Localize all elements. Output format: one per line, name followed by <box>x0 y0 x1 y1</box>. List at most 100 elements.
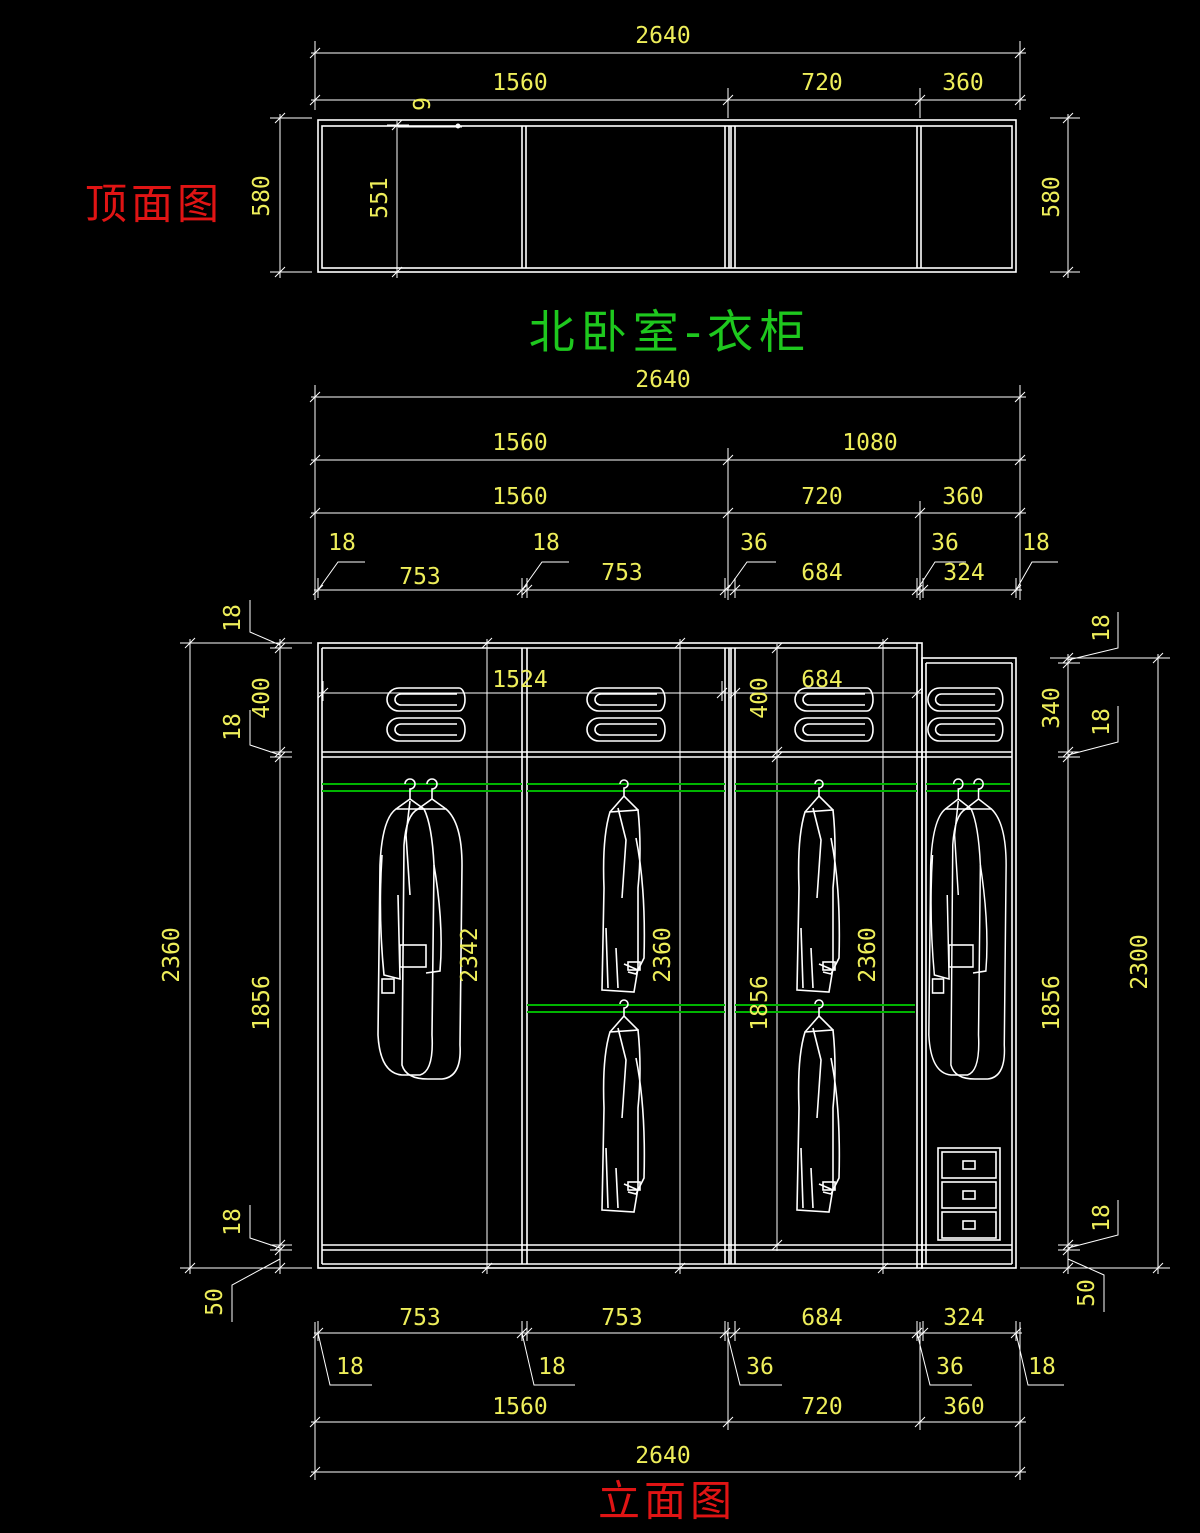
elev-bottom-segment-label: 360 <box>943 1394 985 1420</box>
plan-view: 2640 1560 720 360 9 580 551 580 顶面图 <box>85 23 1065 273</box>
elev-top-panel-label: 18 <box>532 530 560 556</box>
dimension-tick <box>729 584 741 596</box>
plan-width-segment-label: 720 <box>801 70 843 96</box>
leader-line <box>726 561 776 591</box>
elev-top-segment-label: 720 <box>801 484 843 510</box>
elev-right-overall-label: 2300 <box>1127 934 1153 989</box>
elev-bottom-segment-label: 1560 <box>492 1394 547 1420</box>
elev-interior-height-right-label: 2360 <box>855 927 881 982</box>
hanging-rod-upper <box>322 783 1010 792</box>
leader-line <box>1067 1258 1105 1312</box>
leader-line <box>317 1332 372 1386</box>
elev-right-hanging-label: 1856 <box>1039 975 1065 1030</box>
leader-line <box>1067 706 1119 756</box>
elev-bottom-panel-label: 18 <box>1028 1354 1056 1380</box>
elev-right-shelf-panel-label: 18 <box>1089 708 1115 736</box>
dimension-tick <box>274 746 286 758</box>
elev-bottom-panel-label: 18 <box>336 1354 364 1380</box>
drawer-handle <box>962 1160 976 1170</box>
plan-outline-outer <box>317 119 1017 273</box>
dimension-tick <box>274 1244 286 1256</box>
drawer-icon <box>941 1151 997 1179</box>
folded-clothes-icon <box>586 687 666 742</box>
elev-right-top-panel-label: 18 <box>1089 614 1115 642</box>
leader-line <box>1015 561 1058 591</box>
narrow-carcass-outline <box>921 657 1017 1269</box>
plan-view-title: 顶面图 <box>85 180 223 229</box>
elev-left-shelf-panel-label: 18 <box>220 713 246 741</box>
elev-bottom-bay-label: 324 <box>943 1305 985 1331</box>
elev-left-overall-label: 2360 <box>159 927 185 982</box>
plan-back-gap-label: 9 <box>410 97 436 111</box>
leader-line <box>317 561 365 591</box>
elev-top-panel-label: 36 <box>740 530 768 556</box>
elev-interior-height-left-label: 2342 <box>457 927 483 982</box>
drawer-unit <box>937 1147 1001 1241</box>
elev-interior-width-left-label: 1524 <box>492 667 547 693</box>
plan-outline-inner <box>321 125 1013 269</box>
leader-line <box>521 561 569 591</box>
elev-bottom-panel-label: 36 <box>746 1354 774 1380</box>
dimension-tick <box>274 642 286 654</box>
elev-left-top-panel-label: 18 <box>220 604 246 632</box>
elevation-view: 2640 1560 1080 1560 720 360 18 18 36 36 … <box>159 367 1153 1526</box>
elev-bottom-segment-label: 720 <box>801 1394 843 1420</box>
leader-line <box>1067 1200 1119 1249</box>
hanging-jacket-icon <box>796 999 841 1213</box>
main-carcass-outline <box>317 642 923 1269</box>
dimension-tick <box>729 1327 741 1339</box>
elev-bottom-bay-label: 753 <box>399 1305 441 1331</box>
leader-line <box>231 1258 281 1322</box>
drawer-handle <box>962 1190 976 1200</box>
leader-line <box>1015 1332 1064 1386</box>
folded-clothes-icon <box>927 687 1004 742</box>
dimension-tick <box>1062 1239 1074 1251</box>
folded-clothes-icon <box>794 687 874 742</box>
elev-right-bottom-panel-label: 18 <box>1089 1204 1115 1232</box>
hanging-jacket-icon <box>601 999 646 1213</box>
elev-top-bay-label: 753 <box>601 560 643 586</box>
hanging-jacket-icon <box>796 779 841 993</box>
leader-line <box>249 1205 281 1249</box>
dimension-tick <box>391 119 403 131</box>
leader-line <box>249 600 281 646</box>
dimension-layer <box>180 41 1170 1480</box>
elev-top-bay-label: 324 <box>943 560 985 586</box>
dimension-tick <box>1062 746 1074 758</box>
elev-top-bay-label: 684 <box>801 560 843 586</box>
elev-left-hanging-label: 1856 <box>249 975 275 1030</box>
elev-bottom-overall-label: 2640 <box>635 1443 690 1469</box>
leader-line <box>249 710 281 756</box>
plan-width-segment-label: 360 <box>942 70 984 96</box>
elev-left-bottom-panel-label: 18 <box>220 1208 246 1236</box>
hanging-jacket-icon <box>601 779 646 993</box>
elev-bottom-bay-label: 753 <box>601 1305 643 1331</box>
elev-interior-hanging-mid-label: 1856 <box>747 975 773 1030</box>
elev-top-bay-label: 753 <box>399 564 441 590</box>
leader-line <box>916 561 966 591</box>
elev-interior-width-right-label: 684 <box>801 667 843 693</box>
dimension-tick <box>317 687 329 699</box>
elev-top-group-label: 1560 <box>492 430 547 456</box>
drawing-title: 北卧室-衣柜 <box>529 305 812 359</box>
plan-width-overall-label: 2640 <box>635 23 690 49</box>
leader-line <box>726 1332 782 1386</box>
plan-width-segment-label: 1560 <box>492 70 547 96</box>
elev-right-plinth-label: 50 <box>1074 1279 1100 1307</box>
plan-back-gap-marker <box>455 123 461 129</box>
leader-line <box>916 1332 972 1386</box>
elev-interior-top-section-label: 400 <box>747 677 773 719</box>
folded-clothes-icon <box>386 687 466 742</box>
leader-line <box>521 1332 575 1386</box>
hanging-coat-icon <box>928 778 1007 1080</box>
elev-bottom-panel-label: 36 <box>936 1354 964 1380</box>
drawer-handle <box>962 1220 976 1230</box>
dimension-tick <box>521 1327 533 1339</box>
drawer-frame <box>937 1147 1001 1241</box>
elev-bottom-panel-label: 18 <box>538 1354 566 1380</box>
plan-depth-right-label: 580 <box>1039 176 1065 218</box>
elev-top-overall-label: 2640 <box>635 367 690 393</box>
hanging-rod-lower <box>527 1004 915 1013</box>
elev-top-segment-label: 1560 <box>492 484 547 510</box>
